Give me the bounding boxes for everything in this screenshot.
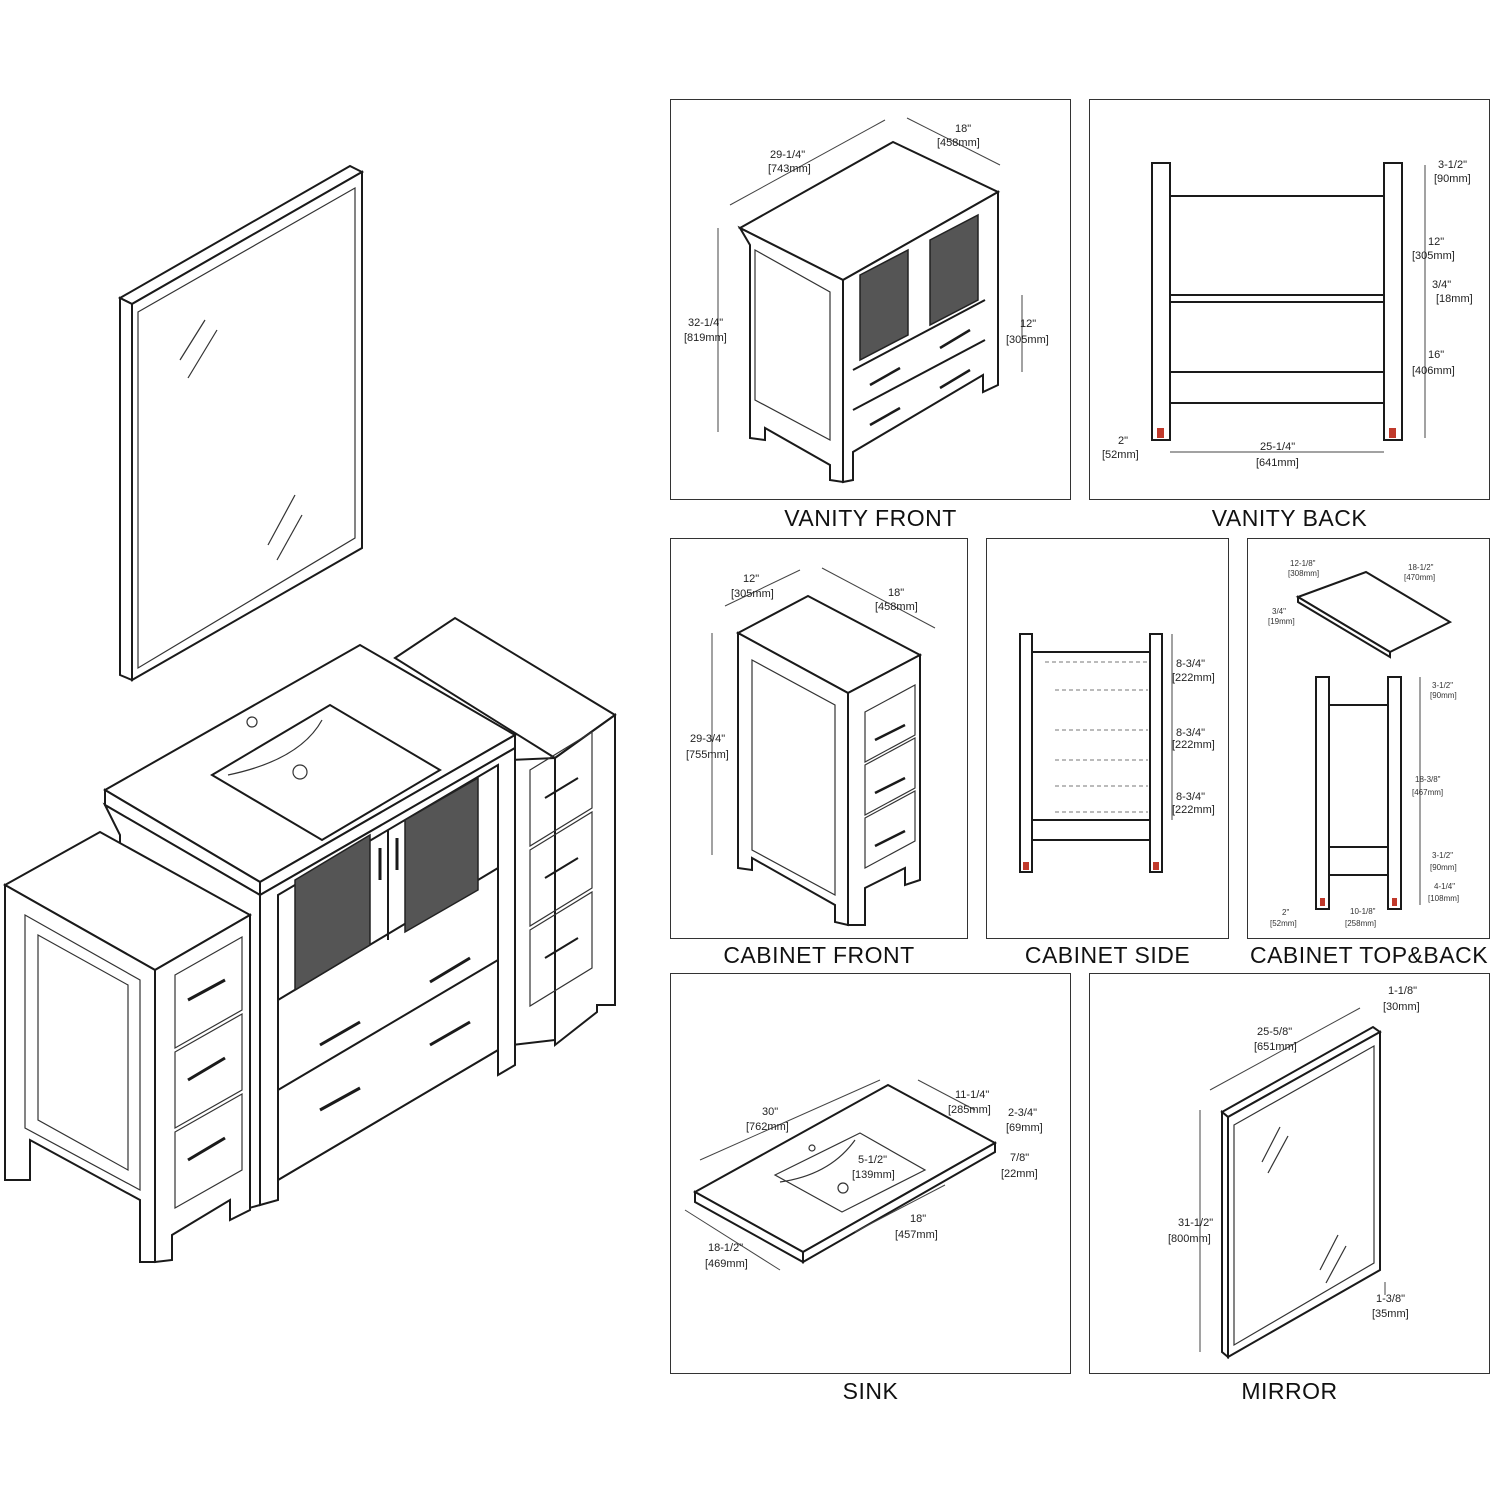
vf-width: 29-1/4" (770, 149, 805, 161)
ctb-top-d-mm: [470mm] (1404, 573, 1435, 582)
vf-height-mm: [819mm] (684, 332, 727, 344)
ctb-b-mid-mm: [467mm] (1412, 788, 1443, 797)
caption-mirror: MIRROR (1241, 1378, 1338, 1404)
vb-upper-mm: [305mm] (1412, 250, 1455, 262)
mirror-width-mm: [651mm] (1254, 1041, 1297, 1053)
ctb-b-top: 3-1/2" (1432, 681, 1453, 690)
ctb-b-foot-mm: [108mm] (1428, 894, 1459, 903)
cs-d1: 8-3/4" (1176, 658, 1205, 670)
vb-upper: 12" (1428, 236, 1444, 248)
vf-depth: 18" (955, 123, 971, 135)
sink-thick: 7/8" (1010, 1152, 1029, 1164)
cf-width-mm: [305mm] (731, 588, 774, 600)
ctb-b-width: 10-1/8" (1350, 907, 1376, 916)
cs-d2-mm: [222mm] (1172, 739, 1215, 751)
ctb-top-d: 18-1/2" (1408, 563, 1434, 572)
sink-length: 30" (762, 1106, 778, 1118)
mirror-thick-mm: [30mm] (1383, 1001, 1420, 1013)
cs-d3: 8-3/4" (1176, 791, 1205, 803)
ctb-b-leg-mm: [52mm] (1270, 919, 1297, 928)
sink-length-mm: [762mm] (746, 1121, 789, 1133)
vb-foot: 2" (1118, 435, 1128, 447)
mirror-width: 25-5/8" (1257, 1026, 1292, 1038)
ctb-top-w: 12-1/8" (1290, 559, 1316, 568)
isometric-right-cabinet (393, 616, 617, 1048)
isometric-left-cabinet (2, 830, 253, 1264)
ctb-b-width-mm: [258mm] (1345, 919, 1376, 928)
isometric-vanity (102, 643, 517, 1212)
caption-cabinet-front: CABINET FRONT (723, 942, 915, 968)
vb-shelf-mm: [18mm] (1436, 293, 1473, 305)
caption-vanity-front: VANITY FRONT (784, 505, 957, 531)
mirror-frame: 1-3/8" (1376, 1293, 1405, 1305)
sink-thick-mm: [22mm] (1001, 1168, 1038, 1180)
cf-height-mm: [755mm] (686, 749, 729, 761)
mirror-frame-mm: [35mm] (1372, 1308, 1409, 1320)
vf-drawer: 12" (1020, 318, 1036, 330)
sink-offset-mm: [285mm] (948, 1104, 991, 1116)
caption-cabinet-side: CABINET SIDE (1024, 942, 1191, 968)
caption-cabinet-top-back: CABINET TOP&BACK (1249, 942, 1489, 968)
ctb-b-foot: 4-1/4" (1434, 882, 1455, 891)
caption-vanity-back: VANITY BACK (1211, 505, 1368, 531)
mirror-height-mm: [800mm] (1168, 1233, 1211, 1245)
cf-depth: 18" (888, 587, 904, 599)
vb-lower: 16" (1428, 349, 1444, 361)
vf-depth-mm: [458mm] (937, 137, 980, 149)
sink-bowl-depth: 5-1/2" (858, 1154, 887, 1166)
vb-width-mm: [641mm] (1256, 457, 1299, 469)
ctb-b-top-mm: [90mm] (1430, 691, 1457, 700)
sink-back-mm: [69mm] (1006, 1122, 1043, 1134)
mirror-thick: 1-1/8" (1388, 985, 1417, 997)
ctb-b-mid: 18-3/8" (1415, 775, 1441, 784)
vb-width: 25-1/4" (1260, 441, 1295, 453)
cf-width: 12" (743, 573, 759, 585)
vf-drawer-mm: [305mm] (1006, 334, 1049, 346)
sink-bowl-len-mm: [457mm] (895, 1229, 938, 1241)
ctb-b-leg: 2" (1282, 908, 1289, 917)
ctb-top-t: 3/4" (1272, 607, 1286, 616)
sink-depth-mm: [469mm] (705, 1258, 748, 1270)
sink-back: 2-3/4" (1008, 1107, 1037, 1119)
ctb-top-w-mm: [308mm] (1288, 569, 1319, 578)
cf-height: 29-3/4" (690, 733, 725, 745)
isometric-mirror (117, 164, 365, 682)
cs-d1-mm: [222mm] (1172, 672, 1215, 684)
isometric-vanity-set (2, 164, 617, 1264)
caption-sink: SINK (842, 1378, 899, 1404)
vf-height: 32-1/4" (688, 317, 723, 329)
sink-offset: 11-1/4" (955, 1089, 989, 1101)
vb-top-mm: [90mm] (1434, 173, 1471, 185)
vb-top: 3-1/2" (1438, 159, 1467, 171)
ctb-b-low-mm: [90mm] (1430, 863, 1457, 872)
sink-depth: 18-1/2" (708, 1242, 743, 1254)
vb-lower-mm: [406mm] (1412, 365, 1455, 377)
cs-d3-mm: [222mm] (1172, 804, 1215, 816)
cs-d2: 8-3/4" (1176, 727, 1205, 739)
sink-bowl-depth-mm: [139mm] (852, 1169, 895, 1181)
mirror-height: 31-1/2" (1178, 1217, 1213, 1229)
vb-foot-mm: [52mm] (1102, 449, 1139, 461)
cf-depth-mm: [458mm] (875, 601, 918, 613)
ctb-top-t-mm: [19mm] (1268, 617, 1295, 626)
ctb-b-low: 3-1/2" (1432, 851, 1453, 860)
sink-bowl-len: 18" (910, 1213, 926, 1225)
vf-width-mm: [743mm] (768, 163, 811, 175)
vb-shelf: 3/4" (1432, 279, 1451, 291)
